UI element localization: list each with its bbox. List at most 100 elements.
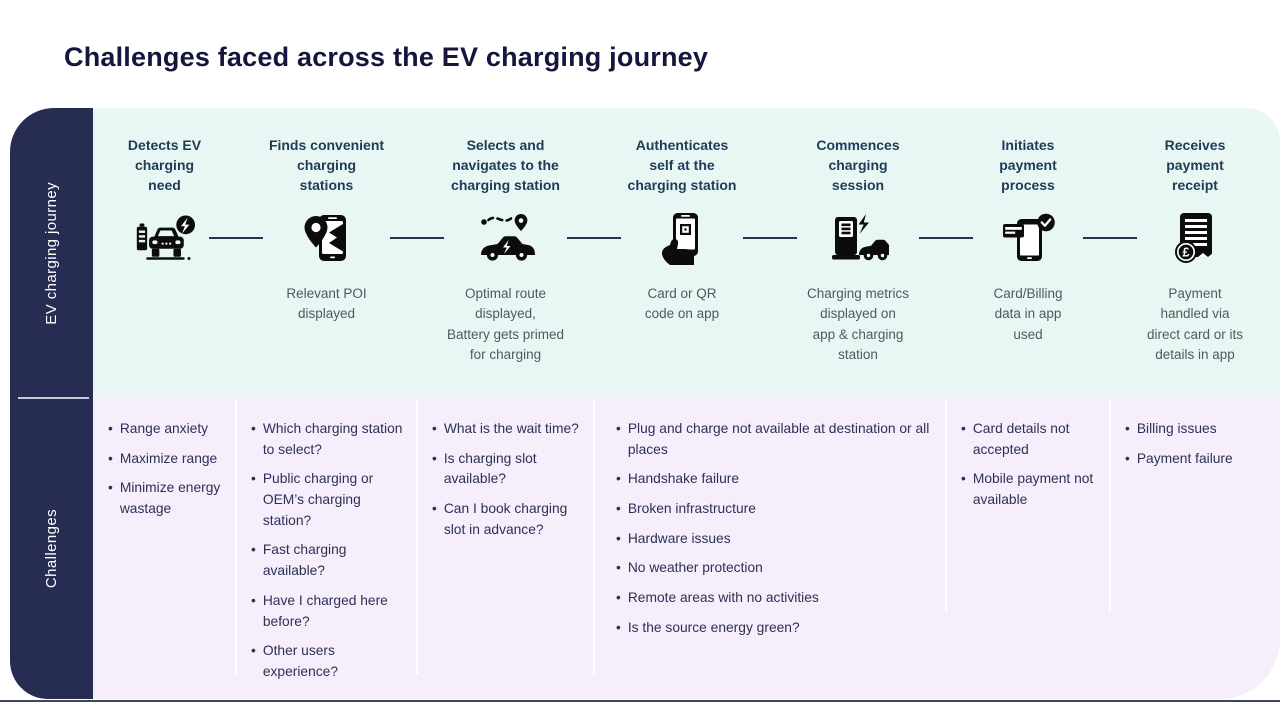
bullet-icon: • xyxy=(108,421,113,436)
challenge-item: •Handshake failure xyxy=(616,469,934,490)
phone-map-pin-icon xyxy=(236,208,417,268)
journey-connector xyxy=(209,237,263,239)
challenge-item: •Maximize range xyxy=(108,449,224,470)
step-title: Detects EV charging need xyxy=(127,137,202,193)
step-title: Commences charging session xyxy=(816,137,900,193)
step-caption: Optimal route displayed, Battery gets pr… xyxy=(446,286,565,362)
journey-connector xyxy=(567,237,621,239)
challenge-item: •Is charging slot available? xyxy=(432,449,582,490)
step-caption: Payment handled via direct card or its d… xyxy=(1146,286,1244,362)
challenge-item: •Payment failure xyxy=(1125,449,1268,470)
journey-connector xyxy=(390,237,444,239)
challenge-item: •Hardware issues xyxy=(616,529,934,550)
bullet-icon: • xyxy=(251,542,256,558)
step-title: Selects and navigates to the charging st… xyxy=(451,137,560,193)
bullet-icon: • xyxy=(432,501,437,517)
challenges-col-initiates-payment: •Card details not accepted •Mobile paymen… xyxy=(946,398,1110,520)
challenges-divider xyxy=(1109,400,1111,612)
challenge-item: •Remote areas with no activities xyxy=(616,588,934,609)
challenge-item: •Billing issues xyxy=(1125,419,1268,440)
journey-step-finds-stations: Finds convenient charging stations Re xyxy=(236,108,417,398)
bullet-icon: • xyxy=(432,450,437,466)
step-caption: Charging metrics displayed on app & char… xyxy=(806,286,910,362)
journey-step-detects-need: Detects EV charging need xyxy=(93,108,236,398)
bullet-icon: • xyxy=(616,471,621,487)
bullet-icon: • xyxy=(616,619,621,635)
bullet-icon: • xyxy=(961,421,966,436)
challenge-item: •Mobile payment not available xyxy=(961,469,1098,510)
diagram-content: Detects EV charging need xyxy=(93,108,1280,699)
challenges-col-detects-need: •Range anxiety •Maximize range •Minimize e… xyxy=(93,398,236,529)
ev-car-battery-icon xyxy=(93,208,236,268)
step-caption: Relevant POI displayed xyxy=(286,286,367,322)
step-title: Finds convenient charging stations xyxy=(268,137,385,193)
bottom-rule xyxy=(0,700,1280,702)
bullet-icon: • xyxy=(108,450,113,466)
svg-text:£: £ xyxy=(1183,246,1190,260)
charging-station-car-icon xyxy=(770,208,946,268)
bullet-icon: • xyxy=(616,501,621,517)
bullet-icon: • xyxy=(251,421,256,436)
bullet-icon: • xyxy=(251,643,256,659)
journey-connector xyxy=(743,237,797,239)
car-route-icon xyxy=(417,208,594,268)
challenge-item: •Have I charged here before? xyxy=(251,591,405,632)
bullet-icon: • xyxy=(108,480,113,496)
challenge-item: •No weather protection xyxy=(616,558,934,579)
journey-step-authenticates: Authenticates self at the charging stati… xyxy=(594,108,770,398)
challenge-item: •Minimize energy wastage xyxy=(108,478,224,519)
step-title: Authenticates self at the charging stati… xyxy=(627,137,737,193)
phone-card-check-icon xyxy=(946,208,1110,268)
challenge-item: •Plug and charge not available at destin… xyxy=(616,419,934,460)
journey-step-initiates-payment: Initiates payment process xyxy=(946,108,1110,398)
step-caption: Card/Billing data in app used xyxy=(993,286,1063,342)
challenge-item: •Public charging or OEM’s charging stati… xyxy=(251,469,405,531)
challenge-item: •Other users experience? xyxy=(251,641,405,682)
challenge-item: •Is the source energy green? xyxy=(616,618,934,639)
bullet-icon: • xyxy=(616,530,621,546)
challenges-divider xyxy=(945,400,947,612)
sidebar-challenges-band: Challenges xyxy=(10,398,93,699)
challenges-col-receives-receipt: •Billing issues •Payment failure xyxy=(1110,398,1280,478)
ev-journey-diagram: EV charging journey Challenges Detects E… xyxy=(10,108,1280,699)
challenges-divider xyxy=(235,400,237,674)
step-title: Receives payment receipt xyxy=(1164,137,1226,193)
step-title: Initiates payment process xyxy=(999,137,1057,193)
challenges-divider xyxy=(593,400,595,674)
sidebar-journey-label: EV charging journey xyxy=(43,181,60,325)
step-caption: Card or QR code on app xyxy=(644,286,720,322)
challenge-item: •Fast charging available? xyxy=(251,540,405,581)
sidebar-divider xyxy=(18,397,89,399)
challenges-col-finds-stations: •Which charging station to select? •Publi… xyxy=(236,398,417,692)
challenge-item: •What is the wait time? xyxy=(432,419,582,440)
sidebar-challenges-label: Challenges xyxy=(43,508,60,589)
challenges-band: •Range anxiety •Maximize range •Minimize e… xyxy=(93,398,1280,699)
challenges-col-navigates: •What is the wait time? •Is charging slot… xyxy=(417,398,594,549)
journey-band: Detects EV charging need xyxy=(93,108,1280,398)
journey-step-commences: Commences charging session xyxy=(770,108,946,398)
challenge-item: •Card details not accepted xyxy=(961,419,1098,460)
bullet-icon: • xyxy=(432,421,437,436)
challenge-item: •Range anxiety xyxy=(108,419,224,440)
bullet-icon: • xyxy=(616,590,621,606)
challenges-divider xyxy=(416,400,418,674)
journey-step-receives-receipt: Receives payment receipt £ xyxy=(1110,108,1280,398)
sidebar: EV charging journey Challenges xyxy=(10,108,93,699)
receipt-coin-icon: £ xyxy=(1110,208,1280,268)
bullet-icon: • xyxy=(251,592,256,608)
bullet-icon: • xyxy=(961,471,966,487)
page-title: Challenges faced across the EV charging … xyxy=(64,42,709,72)
bullet-icon: • xyxy=(616,560,621,576)
bullet-icon: • xyxy=(1125,421,1130,436)
sidebar-journey-band: EV charging journey xyxy=(10,108,93,398)
bullet-icon: • xyxy=(1125,450,1130,466)
bullet-icon: • xyxy=(616,421,621,436)
challenge-item: •Which charging station to select? xyxy=(251,419,405,460)
challenge-item: •Broken infrastructure xyxy=(616,499,934,520)
journey-connector xyxy=(1083,237,1137,239)
challenges-col-authenticate-commence: •Plug and charge not available at destin… xyxy=(594,398,946,648)
bullet-icon: • xyxy=(251,471,256,487)
journey-step-navigates: Selects and navigates to the charging st… xyxy=(417,108,594,398)
phone-qr-hand-icon xyxy=(594,208,770,268)
